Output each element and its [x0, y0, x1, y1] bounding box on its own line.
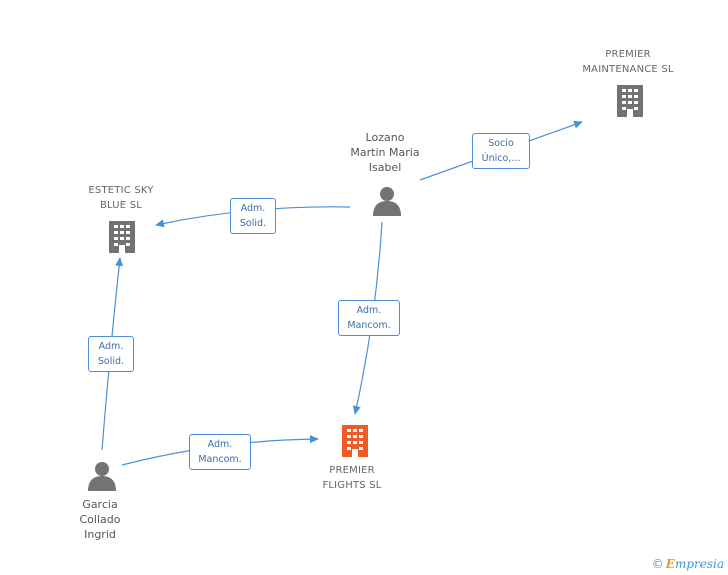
- edge-label-line: Mancom.: [347, 320, 391, 331]
- building-icon[interactable]: [342, 425, 368, 457]
- brand-name: mpresia: [674, 557, 724, 571]
- edge-label-line: Adm.: [98, 341, 124, 352]
- copyright-icon: ©: [651, 557, 664, 571]
- edge-label-line: Socio: [488, 138, 514, 149]
- edge-label-line: Solid.: [239, 218, 267, 229]
- edge-label-line: Mancom.: [198, 454, 242, 465]
- company-label-premier-flights[interactable]: PREMIER FLIGHTS SL: [322, 465, 382, 491]
- edge-label-line: Adm.: [207, 439, 233, 450]
- edge-label-adm-mancom-garcia: Adm. Mancom.: [189, 434, 251, 470]
- person-icon[interactable]: [373, 187, 401, 216]
- building-icon[interactable]: [617, 85, 643, 117]
- person-icon[interactable]: [88, 462, 116, 491]
- building-icon[interactable]: [109, 221, 135, 253]
- edge-label-adm-solid-lozano: Adm. Solid.: [230, 198, 276, 234]
- edge-label-socio-unico: Socio Único,...: [472, 133, 530, 169]
- company-label-premier-maintenance[interactable]: PREMIER MAINTENANCE SL: [582, 49, 674, 75]
- person-label-lozano[interactable]: Lozano Martin Maria Isabel: [350, 131, 420, 174]
- edge-label-line: Adm.: [240, 203, 266, 214]
- edge-label-adm-solid-garcia: Adm. Solid.: [88, 336, 134, 372]
- edge-label-line: Único,...: [481, 153, 521, 164]
- brand-initial: E: [665, 557, 675, 571]
- edge-label-line: Solid.: [97, 356, 125, 367]
- empresia-logo: ©Empresia: [652, 557, 724, 571]
- person-label-garcia[interactable]: Garcia Collado Ingrid: [79, 498, 121, 541]
- edge-label-line: Adm.: [356, 305, 382, 316]
- edge-label-adm-mancom-lozano: Adm. Mancom.: [338, 300, 400, 336]
- company-label-estetic-sky[interactable]: ESTETIC SKY BLUE SL: [88, 185, 154, 211]
